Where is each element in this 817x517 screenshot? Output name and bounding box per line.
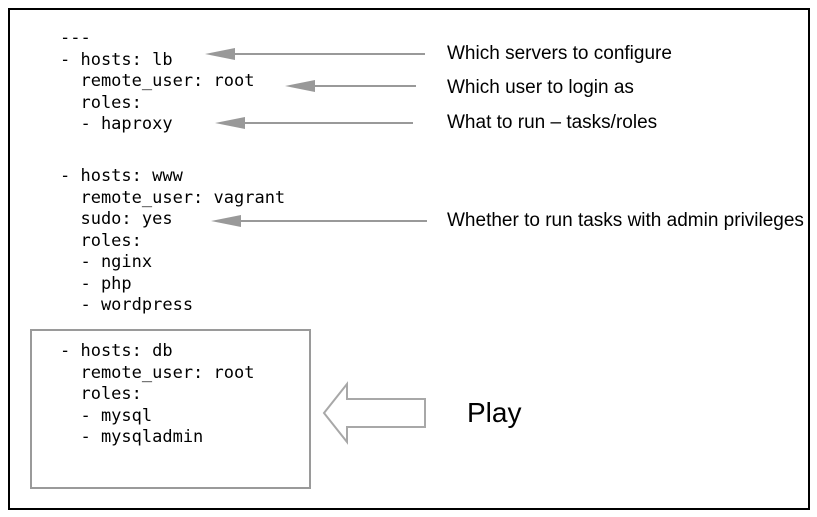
arrow-shaft bbox=[235, 53, 425, 55]
annotation-tasks-roles: What to run – tasks/roles bbox=[447, 112, 658, 133]
arrow-to-remote-user bbox=[285, 80, 416, 92]
arrow-head-left-icon bbox=[205, 48, 235, 60]
arrow-head-left-icon bbox=[211, 215, 241, 227]
arrow-head-left-icon bbox=[285, 80, 315, 92]
arrow-to-hosts-lb bbox=[205, 48, 425, 60]
arrow-to-sudo-yes bbox=[211, 215, 427, 227]
arrow-shaft bbox=[241, 220, 427, 222]
slide-frame: --- - hosts: lb remote_user: root roles:… bbox=[8, 8, 810, 510]
annotation-servers: Which servers to configure bbox=[447, 43, 672, 64]
yaml-play-db: - hosts: db remote_user: root roles: - m… bbox=[60, 341, 255, 447]
arrow-shaft bbox=[245, 122, 413, 124]
play-highlight-box: - hosts: db remote_user: root roles: - m… bbox=[30, 329, 311, 489]
arrow-to-haproxy-role bbox=[215, 117, 413, 129]
arrow-shaft bbox=[315, 85, 416, 87]
annotation-admin-privileges: Whether to run tasks with admin privileg… bbox=[447, 210, 804, 231]
annotation-user: Which user to login as bbox=[447, 77, 634, 98]
yaml-play-lb: --- - hosts: lb remote_user: root roles:… bbox=[60, 28, 255, 134]
play-callout-label: Play bbox=[467, 397, 522, 428]
arrow-head-left-icon bbox=[215, 117, 245, 129]
big-block-arrow-left-icon bbox=[322, 381, 426, 445]
yaml-play-www: - hosts: www remote_user: vagrant sudo: … bbox=[60, 166, 286, 315]
